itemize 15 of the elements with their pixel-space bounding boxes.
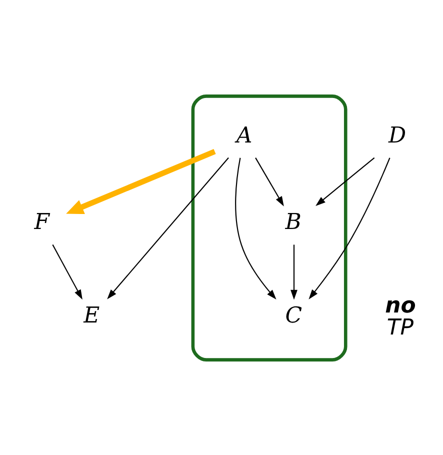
node-text: E (84, 302, 100, 328)
node-text: B (285, 210, 302, 235)
arrow (308, 157, 390, 299)
arrow (52, 244, 82, 300)
arrow (316, 156, 375, 206)
arrow (255, 157, 284, 206)
node-text: C (285, 302, 302, 328)
node-text: F (34, 210, 50, 235)
arrow (235, 157, 276, 300)
arrow (290, 244, 298, 300)
arrow (66, 148, 216, 214)
arrow (107, 156, 229, 299)
node-text: D (388, 122, 406, 148)
cluster (191, 94, 348, 361)
node-text: A (236, 122, 252, 148)
